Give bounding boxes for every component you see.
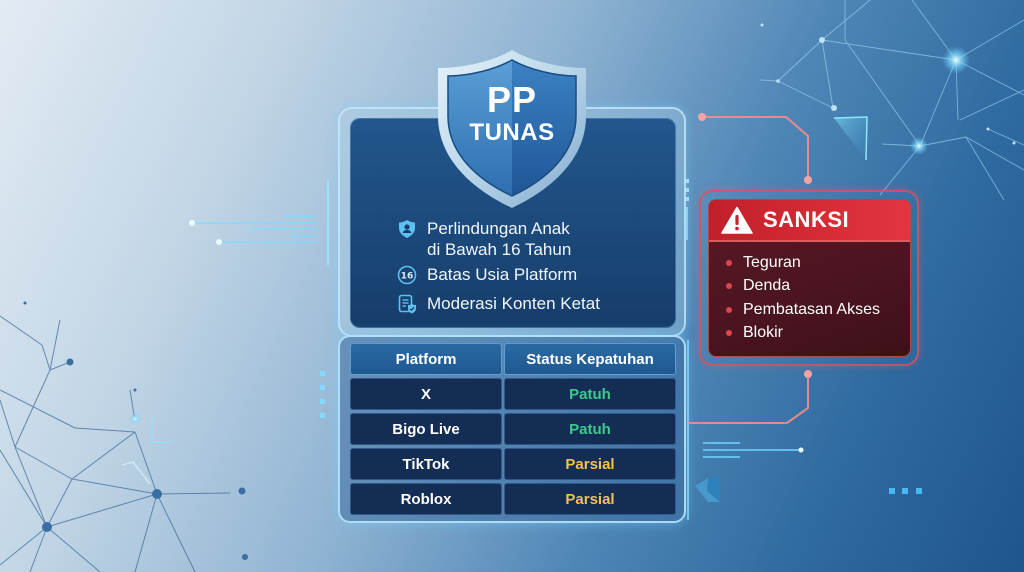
- age-16-icon: 16: [397, 265, 417, 285]
- sanksi-item-label: Pembatasan Akses: [743, 300, 880, 318]
- feature-text: Moderasi Konten Ketat: [427, 294, 600, 313]
- sanksi-title: SANKSI: [763, 207, 850, 232]
- sanksi-item: Denda: [726, 275, 910, 299]
- status-cell: Patuh: [504, 413, 676, 445]
- table-row: TikTok Parsial: [350, 448, 676, 480]
- feature-item-child-protection: Perlindungan Anak di Bawah 16 Tahun: [397, 218, 571, 260]
- bullet-icon: [726, 330, 732, 337]
- table-row: Bigo Live Patuh: [350, 413, 676, 445]
- table-row: Roblox Parsial: [350, 483, 676, 515]
- platform-cell: Roblox: [350, 483, 502, 515]
- feature-item-age-limit: 16 Batas Usia Platform: [397, 264, 577, 285]
- shield-title-line1: PP: [486, 79, 538, 120]
- table-header-row: Platform Status Kepatuhan: [350, 343, 676, 375]
- sanksi-item: Pembatasan Akses: [726, 298, 910, 322]
- table-header-status: Status Kepatuhan: [504, 343, 676, 375]
- sanksi-list: Teguran Denda Pembatasan Akses Blokir: [709, 242, 910, 345]
- feature-item-content-moderation: Moderasi Konten Ketat: [397, 293, 600, 314]
- table-header-platform: Platform: [350, 343, 502, 375]
- sanksi-item-label: Teguran: [743, 253, 801, 271]
- sanksi-panel: SANKSI Teguran Denda Pembatasan Akses Bl…: [708, 199, 911, 357]
- status-cell: Parsial: [504, 448, 676, 480]
- platform-cell: X: [350, 378, 502, 410]
- sanksi-item-label: Blokir: [743, 324, 784, 342]
- shield-icon: [438, 50, 586, 208]
- sanksi-item-label: Denda: [743, 277, 791, 295]
- bullet-icon: [726, 283, 732, 290]
- shield-title-line2: TUNAS: [469, 119, 555, 146]
- shield-title: PP TUNAS: [432, 80, 592, 146]
- platform-cell: Bigo Live: [350, 413, 502, 445]
- status-cell: Patuh: [504, 378, 676, 410]
- warning-icon: [721, 206, 753, 234]
- svg-text:16: 16: [401, 272, 414, 282]
- sanksi-item: Teguran: [726, 251, 910, 275]
- sanksi-item: Blokir: [726, 322, 910, 346]
- sanksi-panel-frame: [699, 190, 919, 366]
- status-cell: Parsial: [504, 483, 676, 515]
- table-row: X Patuh: [350, 378, 676, 410]
- shield-user-icon: [399, 220, 415, 238]
- sanksi-header: SANKSI: [709, 200, 910, 242]
- bullet-icon: [726, 306, 732, 313]
- document-check-icon: [398, 294, 416, 314]
- bullet-icon: [726, 259, 732, 266]
- feature-text-line1: Perlindungan Anak: [427, 219, 570, 238]
- feature-text-line2: di Bawah 16 Tahun: [427, 240, 572, 259]
- platform-cell: TikTok: [350, 448, 502, 480]
- feature-text: Batas Usia Platform: [427, 265, 578, 284]
